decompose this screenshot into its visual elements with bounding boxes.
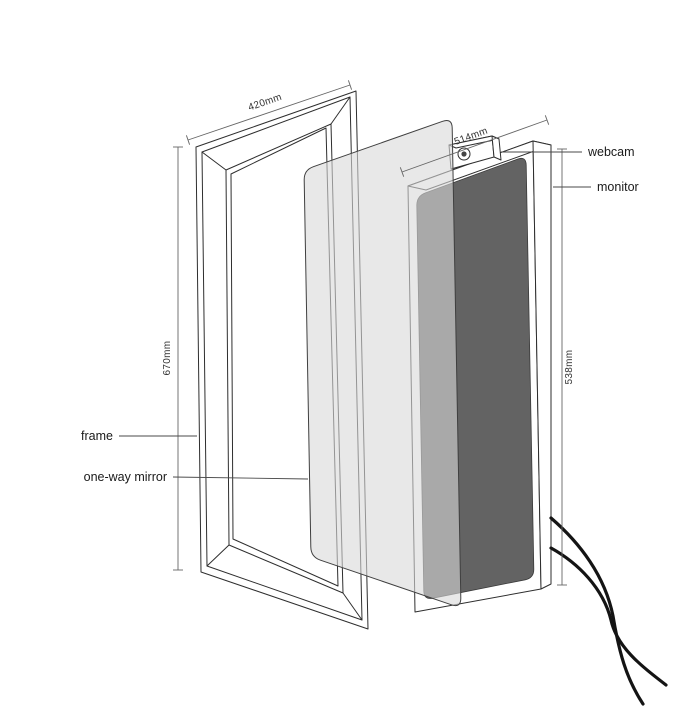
dimension-frame-height: 670mm <box>162 146 183 571</box>
callout-frame: frame <box>81 429 197 443</box>
frame-miter-line <box>206 544 230 567</box>
dimension-tick <box>544 115 550 125</box>
label-one-way-mirror: one-way mirror <box>84 470 167 484</box>
dimension-frame-width-label: 420mm <box>247 92 284 114</box>
dimension-frame-height-label: 670mm <box>162 341 173 376</box>
monitor-side-face <box>532 140 552 590</box>
dimension-tick <box>347 80 353 90</box>
labels-group: webcam monitor frame one-way mirror <box>81 145 639 484</box>
mirror-panel-group <box>303 119 462 607</box>
dimension-monitor-height: 538mm <box>557 148 575 586</box>
dimension-tick <box>185 135 191 145</box>
webcam-lens-pupil-icon <box>461 151 467 157</box>
frame-miter-line <box>201 151 227 171</box>
frame-miter-line <box>342 592 363 621</box>
label-frame: frame <box>81 429 113 443</box>
dimension-tick <box>399 167 405 177</box>
label-monitor: monitor <box>597 180 639 194</box>
dimension-line <box>187 84 351 141</box>
leader-line <box>172 476 309 480</box>
frame-miter-line <box>330 96 351 125</box>
one-way-mirror-panel <box>303 119 462 607</box>
webcam-group <box>448 135 502 170</box>
cable-line <box>549 546 668 687</box>
callout-webcam: webcam <box>501 145 635 159</box>
callout-one-way-mirror: one-way mirror <box>84 470 309 484</box>
dimension-monitor-height-label: 538mm <box>564 350 575 385</box>
callout-monitor: monitor <box>553 180 639 194</box>
label-webcam: webcam <box>587 145 635 159</box>
dimension-line <box>401 119 548 173</box>
cable-line <box>549 516 645 706</box>
